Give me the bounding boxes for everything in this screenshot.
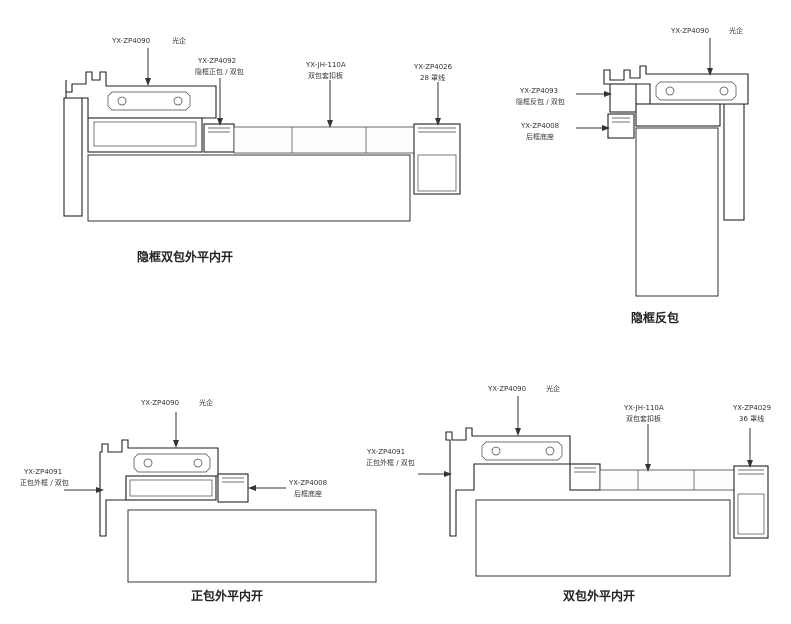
slot-hole	[173, 96, 183, 106]
label-code: YX-ZP4029	[732, 404, 771, 412]
leader-arrow	[707, 68, 713, 76]
label-code: YX-ZP4090	[670, 27, 709, 35]
label-name: 隐框反包 / 双包	[516, 97, 565, 106]
leader-arrow	[217, 118, 223, 126]
leader-arrow	[327, 120, 333, 128]
trim-chamber	[417, 154, 457, 192]
sash-profile	[87, 117, 203, 153]
frame-slot	[107, 91, 191, 111]
brick-wall	[127, 509, 377, 583]
label-code: YX-ZP4093	[519, 87, 558, 95]
label-name: 光企	[199, 398, 213, 407]
diagram-caption: 隐框双包外平内开	[137, 249, 233, 264]
label-name: 36 罩线	[739, 414, 764, 423]
label-name: 光企	[172, 36, 186, 45]
sash-chamber	[93, 121, 197, 147]
frame-profile	[65, 71, 217, 119]
label-name: 双包套扣板	[626, 414, 661, 423]
leader-arrow	[515, 428, 521, 436]
clip-teeth	[208, 127, 230, 133]
base-teeth	[612, 117, 630, 123]
side-post	[723, 103, 745, 221]
leader-arrow	[248, 485, 256, 491]
label-name: 28 罩线	[420, 73, 445, 82]
diagram-2: YX-ZP4090 光企 YX-ZP4093 隐框反包 / 双包 YX-ZP40…	[516, 26, 749, 325]
reverse-clip-profile	[609, 83, 637, 113]
sash-profile	[125, 475, 217, 501]
diagram-caption: 隐框反包	[631, 310, 679, 325]
label-name: 正包外框 / 双包	[366, 458, 415, 467]
leader-arrow	[645, 464, 651, 472]
diagram-caption: 双包外平内开	[563, 588, 635, 603]
side-post	[63, 97, 83, 217]
leader-arrow	[145, 78, 151, 86]
label-code: YX-ZP4026	[413, 63, 453, 71]
diagram-4: YX-ZP4090 光企 YX-JH-110A 双包套扣板 YX-ZP4029 …	[366, 384, 771, 603]
label-name: 光企	[546, 384, 560, 393]
cover-panel	[635, 103, 721, 127]
leader-arrow	[96, 487, 104, 493]
slot-hole	[719, 86, 729, 96]
slot-hole	[143, 458, 153, 468]
brick-wall	[635, 127, 719, 297]
slot-hole	[117, 96, 127, 106]
slot-hole	[545, 446, 555, 456]
leader-arrow	[444, 471, 452, 477]
cover-panel	[233, 126, 417, 154]
diagram-1: YX-ZP4090 光企 YX-ZP4092 隐框正包 / 双包 YX-JH-1…	[63, 36, 461, 264]
frame-slot	[655, 81, 737, 101]
label-code: YX-ZP4008	[288, 479, 327, 487]
frame-profile	[603, 65, 749, 105]
trim-teeth	[418, 127, 456, 133]
leader-arrow	[435, 118, 441, 126]
cover-panel	[599, 469, 737, 491]
slot-hole	[193, 458, 203, 468]
back-frame-base	[607, 113, 635, 139]
label-code: YX-ZP4090	[111, 37, 150, 45]
label-code: YX-ZP4091	[23, 468, 62, 476]
label-code: YX-JH-110A	[623, 404, 664, 412]
label-name: 正包外框 / 双包	[20, 478, 69, 487]
slot-hole	[665, 86, 675, 96]
clip-teeth	[574, 467, 596, 473]
label-code: YX-ZP4092	[197, 57, 236, 65]
leader-arrow	[173, 440, 179, 448]
label-name: 光企	[729, 26, 743, 35]
diagram-3: YX-ZP4090 光企 YX-ZP4091 正包外框 / 双包 YX-ZP40…	[20, 398, 377, 603]
slot-hole	[491, 446, 501, 456]
label-code: YX-JH-110A	[305, 61, 346, 69]
brick-wall	[475, 499, 731, 577]
label-code: YX-ZP4091	[366, 448, 405, 456]
brick-wall	[87, 154, 411, 222]
sash-chamber	[129, 479, 213, 497]
diagram-caption: 正包外平内开	[191, 588, 263, 603]
leader-arrow	[604, 91, 612, 97]
label-name: 隐框正包 / 双包	[195, 67, 244, 76]
label-code: YX-ZP4008	[520, 122, 559, 130]
back-frame-base	[217, 473, 249, 503]
trim-chamber	[737, 493, 765, 535]
label-name: 双包套扣板	[308, 71, 343, 80]
label-code: YX-ZP4090	[140, 399, 179, 407]
frame-slot	[481, 441, 563, 461]
label-code: YX-ZP4090	[487, 385, 526, 393]
frame-slot	[133, 453, 211, 473]
trim-profile	[413, 123, 461, 195]
leader-arrow	[602, 125, 610, 131]
label-name: 后框底座	[294, 489, 322, 498]
label-name: 后框底座	[526, 132, 554, 141]
trim-profile	[733, 465, 769, 539]
trim-teeth	[738, 469, 764, 475]
base-teeth	[222, 477, 244, 483]
leader-arrow	[747, 460, 753, 468]
